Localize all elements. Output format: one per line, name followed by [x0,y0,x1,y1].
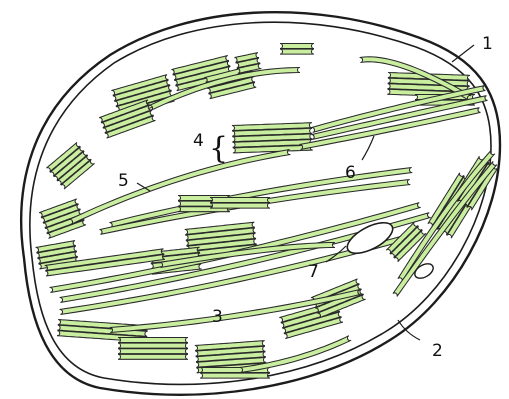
granum-thylakoid [118,338,188,343]
leader-line-2 [398,320,420,340]
label-stroma: 3 [212,307,223,327]
granum-thylakoid [280,44,314,49]
label-thylakoid: 6 [345,163,356,183]
granum-thylakoid [118,349,188,354]
label-granum: 4 [193,131,204,151]
granum-thylakoid [210,198,270,203]
granum-thylakoid [118,354,188,359]
thylakoid-system [36,44,498,379]
label-outer-membrane: 1 [482,34,493,54]
stroma-lamella [311,96,487,140]
granum-thylakoid [118,343,188,348]
granum-thylakoid [200,373,270,378]
leader-line-6 [362,136,374,160]
label-inner-membrane: 2 [432,341,443,361]
label-lipid-droplet: 7 [308,262,319,282]
granum-brace: { [209,131,228,166]
label-stroma-lamella: 5 [118,171,129,191]
granum-thylakoid [210,203,270,208]
granum-thylakoid [280,49,314,54]
